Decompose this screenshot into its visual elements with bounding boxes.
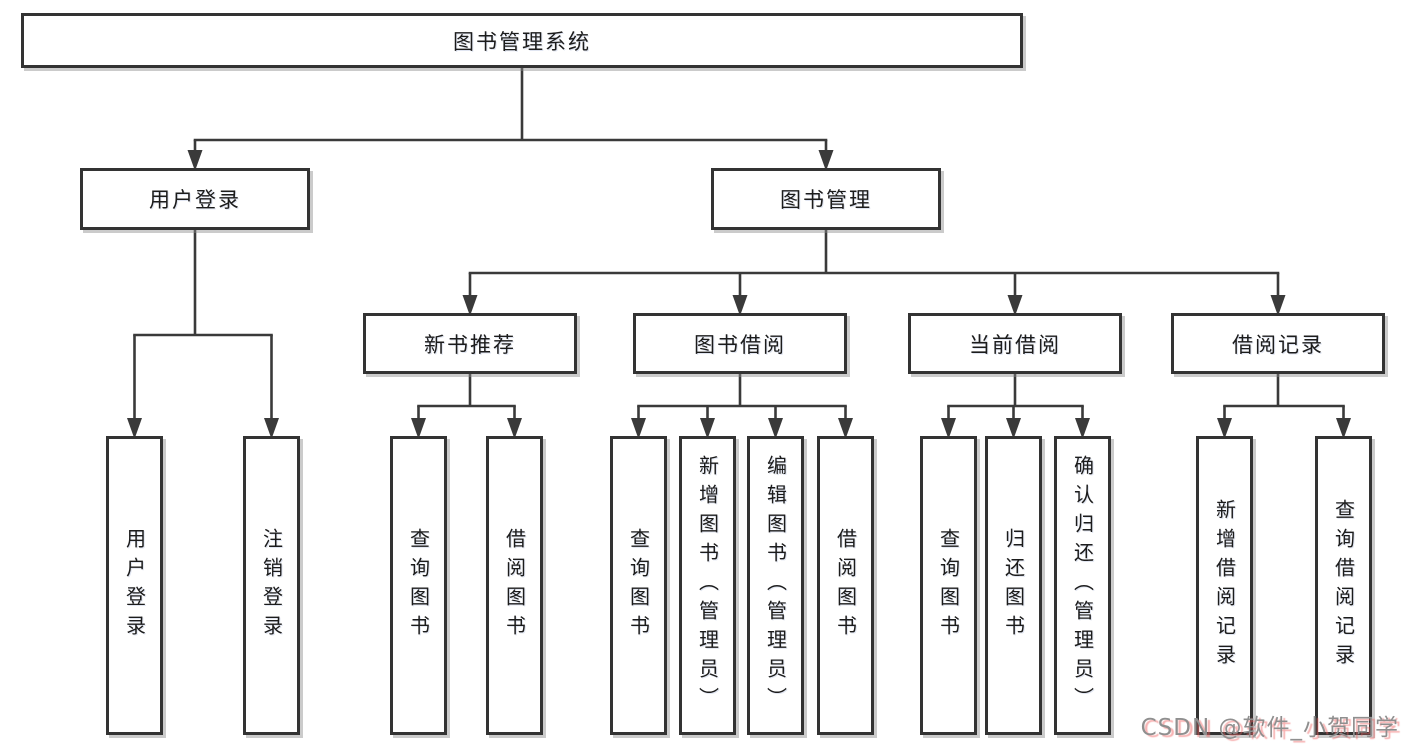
node-label-leaf-borrow-book-1: 借阅图书 [502, 527, 527, 644]
node-label-borrow-records: 借阅记录 [1232, 332, 1324, 357]
node-label-leaf-borrow-book-2: 借阅图书 [833, 527, 858, 644]
node-label-leaf-query-book-3: 查询图书 [936, 527, 961, 644]
node-label-leaf-query-book-2: 查询图书 [626, 527, 651, 644]
node-label-leaf-logout: 注销登录 [259, 527, 284, 644]
node-label-leaf-user-login: 用户登录 [122, 527, 147, 644]
node-leaf-query-book-2: 查询图书 [610, 436, 667, 735]
node-root: 图书管理系统 [21, 13, 1023, 68]
node-leaf-query-book-1: 查询图书 [390, 436, 447, 735]
node-book-mgmt: 图书管理 [711, 168, 941, 230]
node-label-leaf-query-book-1: 查询图书 [406, 527, 431, 644]
node-label-leaf-edit-book: 编辑图书（管理员） [763, 455, 788, 716]
node-new-book-rec: 新书推荐 [363, 313, 577, 374]
node-leaf-return-book: 归还图书 [985, 436, 1042, 735]
node-leaf-add-record: 新增借阅记录 [1196, 436, 1253, 735]
node-leaf-confirm-return: 确认归还（管理员） [1054, 436, 1111, 735]
node-label-leaf-return-book: 归还图书 [1001, 527, 1026, 644]
watermark: CSDN @软件_小贺同学 [1140, 715, 1399, 741]
node-leaf-logout: 注销登录 [243, 436, 300, 735]
node-label-user-login: 用户登录 [149, 188, 241, 212]
node-leaf-query-record: 查询借阅记录 [1315, 436, 1372, 735]
node-label-leaf-add-book: 新增图书（管理员） [695, 455, 720, 716]
node-label-leaf-query-record: 查询借阅记录 [1331, 498, 1356, 673]
node-label-current-borrow: 当前借阅 [969, 332, 1061, 357]
node-user-login: 用户登录 [80, 168, 310, 230]
node-label-new-book-rec: 新书推荐 [424, 332, 516, 357]
node-leaf-user-login: 用户登录 [106, 436, 163, 735]
node-label-book-mgmt: 图书管理 [780, 188, 872, 212]
node-borrow-records: 借阅记录 [1171, 313, 1385, 374]
node-leaf-edit-book: 编辑图书（管理员） [747, 436, 804, 735]
node-leaf-borrow-book-1: 借阅图书 [486, 436, 543, 735]
node-leaf-add-book: 新增图书（管理员） [679, 436, 736, 735]
node-book-borrow: 图书借阅 [633, 313, 847, 374]
node-label-leaf-add-record: 新增借阅记录 [1212, 498, 1237, 673]
node-leaf-query-book-3: 查询图书 [920, 436, 977, 735]
node-current-borrow: 当前借阅 [908, 313, 1122, 374]
node-label-leaf-confirm-return: 确认归还（管理员） [1070, 455, 1095, 716]
node-label-book-borrow: 图书借阅 [694, 332, 786, 357]
node-label-root: 图书管理系统 [453, 29, 591, 54]
node-leaf-borrow-book-2: 借阅图书 [817, 436, 874, 735]
